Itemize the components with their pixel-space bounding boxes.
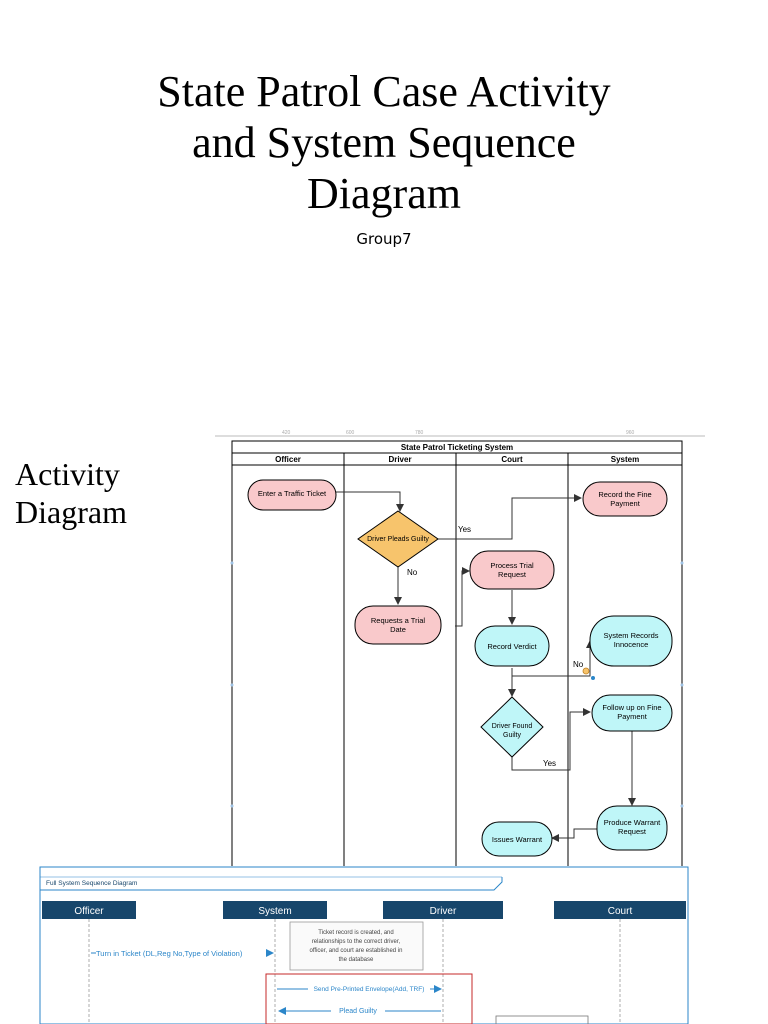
section-label: Activity Diagram [15, 455, 185, 531]
node-process-trial: Process Trial Request [469, 550, 555, 590]
extra-box [495, 1015, 589, 1024]
alt-frame [265, 973, 473, 1024]
resize-handles [230, 561, 684, 808]
ruler: 420 600 780 960 [215, 430, 705, 437]
lifeline-driver-header [383, 901, 503, 919]
node-process-trial-line1: Process Trial [490, 561, 534, 570]
node-enter-ticket-text: Enter a Traffic Ticket [258, 489, 327, 498]
node-records-innocence-line2: Innocence [614, 640, 649, 649]
sequence-title: Full System Sequence Diagram [46, 880, 137, 887]
note-line-4: the database [339, 957, 374, 963]
lane-court: Court [501, 455, 523, 464]
node-records-innocence-line1: System Records [603, 631, 658, 640]
node-record-payment-line1: Record the Fine [598, 490, 651, 499]
node-produce-warrant: Produce Warrant Request [596, 805, 668, 851]
ruler-tick-3: 780 [415, 430, 424, 436]
edge-ticket-to-plea [336, 491, 404, 512]
node-produce-warrant-line2: Request [618, 827, 647, 836]
title-line-3: Diagram [307, 169, 461, 218]
node-issues-warrant: Issues Warrant [481, 821, 553, 857]
slide-subtitle: Group7 [356, 230, 412, 248]
section-label-line-1: Activity [15, 456, 120, 492]
ruler-tick-2: 600 [346, 430, 355, 436]
edge-labels: Yes No No Yes [407, 525, 584, 768]
selection-marker-icon [582, 667, 595, 680]
node-record-payment: Record the Fine Payment [582, 481, 668, 517]
ruler-tick-1: 420 [282, 430, 291, 436]
lifeline-court-header [554, 901, 686, 919]
node-follow-up: Follow up on Fine Payment [591, 694, 673, 732]
node-pleads-guilty: Driver Pleads Guilty [357, 510, 439, 568]
node-issues-warrant-text: Issues Warrant [492, 835, 543, 844]
message-turn-in: Turn in Ticket (DL,Reg No,Type of Violat… [96, 949, 243, 958]
node-record-verdict-text: Record Verdict [487, 642, 537, 651]
lifeline-system-header [223, 901, 327, 919]
lifeline-court: Court [608, 906, 633, 917]
lifeline-officer: Officer [74, 906, 104, 917]
node-pleads-guilty-text: Driver Pleads Guilty [367, 536, 429, 543]
node-found-guilty: Driver Found Guilty [480, 696, 544, 758]
node-record-verdict: Record Verdict [474, 625, 550, 667]
node-found-guilty-line2: Guilty [503, 732, 521, 739]
sequence-note [289, 921, 424, 971]
message-send-envelope: Send Pre-Printed Envelope(Add, TRF) [314, 986, 425, 993]
lifeline-system: System [258, 906, 291, 917]
message-plead-guilty: Plead Guilty [339, 1008, 377, 1015]
node-request-trial: Requests a Trial Date [354, 605, 442, 645]
node-follow-up-line1: Follow up on Fine [602, 703, 661, 712]
node-process-trial-line2: Request [498, 570, 527, 579]
lane-driver: Driver [388, 455, 411, 464]
edge-decision-no [512, 640, 594, 677]
ruler-tick-4: 960 [626, 430, 635, 436]
node-found-guilty-line1: Driver Found [492, 723, 533, 730]
slide-title: State Patrol Case Activity and System Se… [0, 66, 768, 219]
edge-plea-yes [438, 494, 582, 540]
swimlane-frame: State Patrol Ticketing System Officer Dr… [231, 440, 683, 866]
lifeline-officer-header [42, 901, 136, 919]
activity-edges [336, 491, 636, 842]
node-record-payment-line2: Payment [610, 499, 641, 508]
title-line-2: and System Sequence [192, 118, 576, 167]
node-request-trial-line1: Requests a Trial [371, 616, 426, 625]
lane-system: System [611, 455, 639, 464]
node-records-innocence: System Records Innocence [589, 615, 673, 667]
edge-decision-yes [511, 708, 591, 771]
label-no-mid: No [573, 660, 584, 669]
lane-officer: Officer [275, 455, 301, 464]
node-request-trial-line2: Date [390, 625, 406, 634]
node-produce-warrant-line1: Produce Warrant [604, 818, 661, 827]
label-yes-top: Yes [458, 525, 471, 534]
node-follow-up-line2: Payment [617, 712, 648, 721]
node-enter-ticket: Enter a Traffic Ticket [247, 479, 337, 511]
section-label-line-2: Diagram [15, 494, 127, 530]
title-line-1: State Patrol Case Activity [157, 67, 611, 116]
sequence-diagram: Full System Sequence Diagram Officer Sys… [39, 866, 689, 1024]
edge-warrant-to-issue [551, 828, 598, 842]
note-line-2: relationships to the correct driver, [312, 939, 401, 945]
lifeline-driver: Driver [430, 906, 457, 917]
edge-request-to-process [455, 567, 470, 627]
note-line-3: officer, and court are established in [310, 948, 403, 954]
activity-title: State Patrol Ticketing System [401, 443, 513, 452]
note-line-1: Ticket record is created, and [318, 930, 393, 936]
label-no-top: No [407, 568, 418, 577]
label-yes-bottom: Yes [543, 759, 556, 768]
